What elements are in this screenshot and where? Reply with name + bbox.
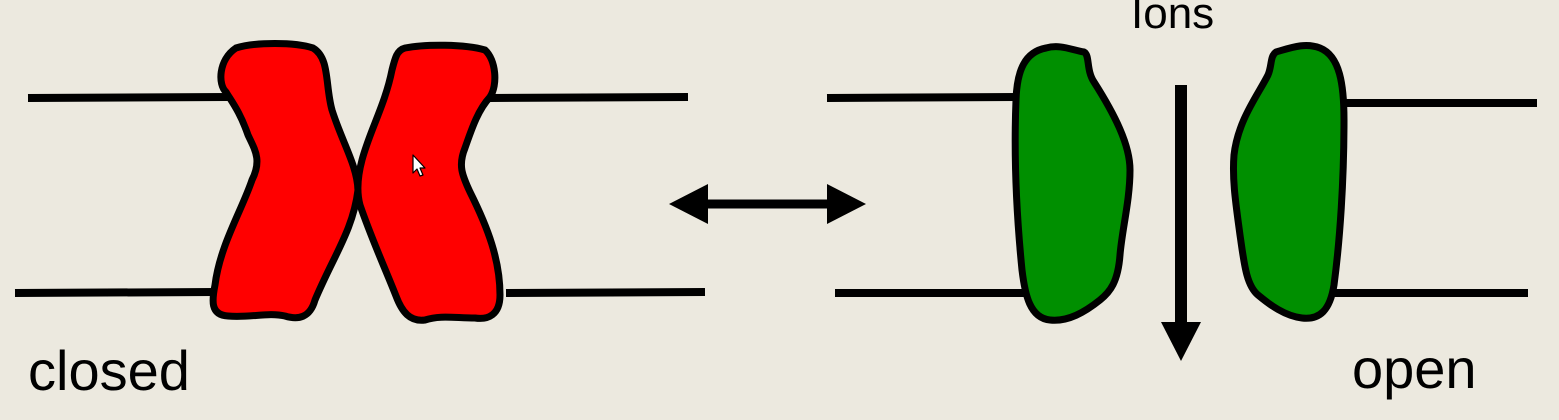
closed-channel-group	[14, 40, 706, 324]
closed-state-label: closed	[28, 339, 190, 402]
closed-membrane-bottom-right	[505, 288, 706, 297]
closed-membrane-bottom-left	[14, 288, 216, 297]
closed-channel-right-subunit	[354, 41, 504, 324]
open-channel-left-subunit	[1011, 43, 1134, 324]
closed-membrane-top-left	[27, 93, 229, 102]
double-headed-arrow-icon	[669, 184, 866, 224]
open-channel-group	[826, 42, 1537, 361]
open-membrane-top-left	[826, 93, 1023, 102]
mouse-cursor-icon	[412, 154, 426, 177]
closed-membrane-top-right	[489, 93, 689, 102]
closed-channel-left-subunit	[209, 40, 362, 322]
ions-label: Ions	[1131, 0, 1215, 38]
open-state-label: open	[1352, 337, 1477, 400]
open-channel-right-subunit	[1229, 42, 1348, 322]
down-arrow-icon	[1161, 85, 1201, 361]
